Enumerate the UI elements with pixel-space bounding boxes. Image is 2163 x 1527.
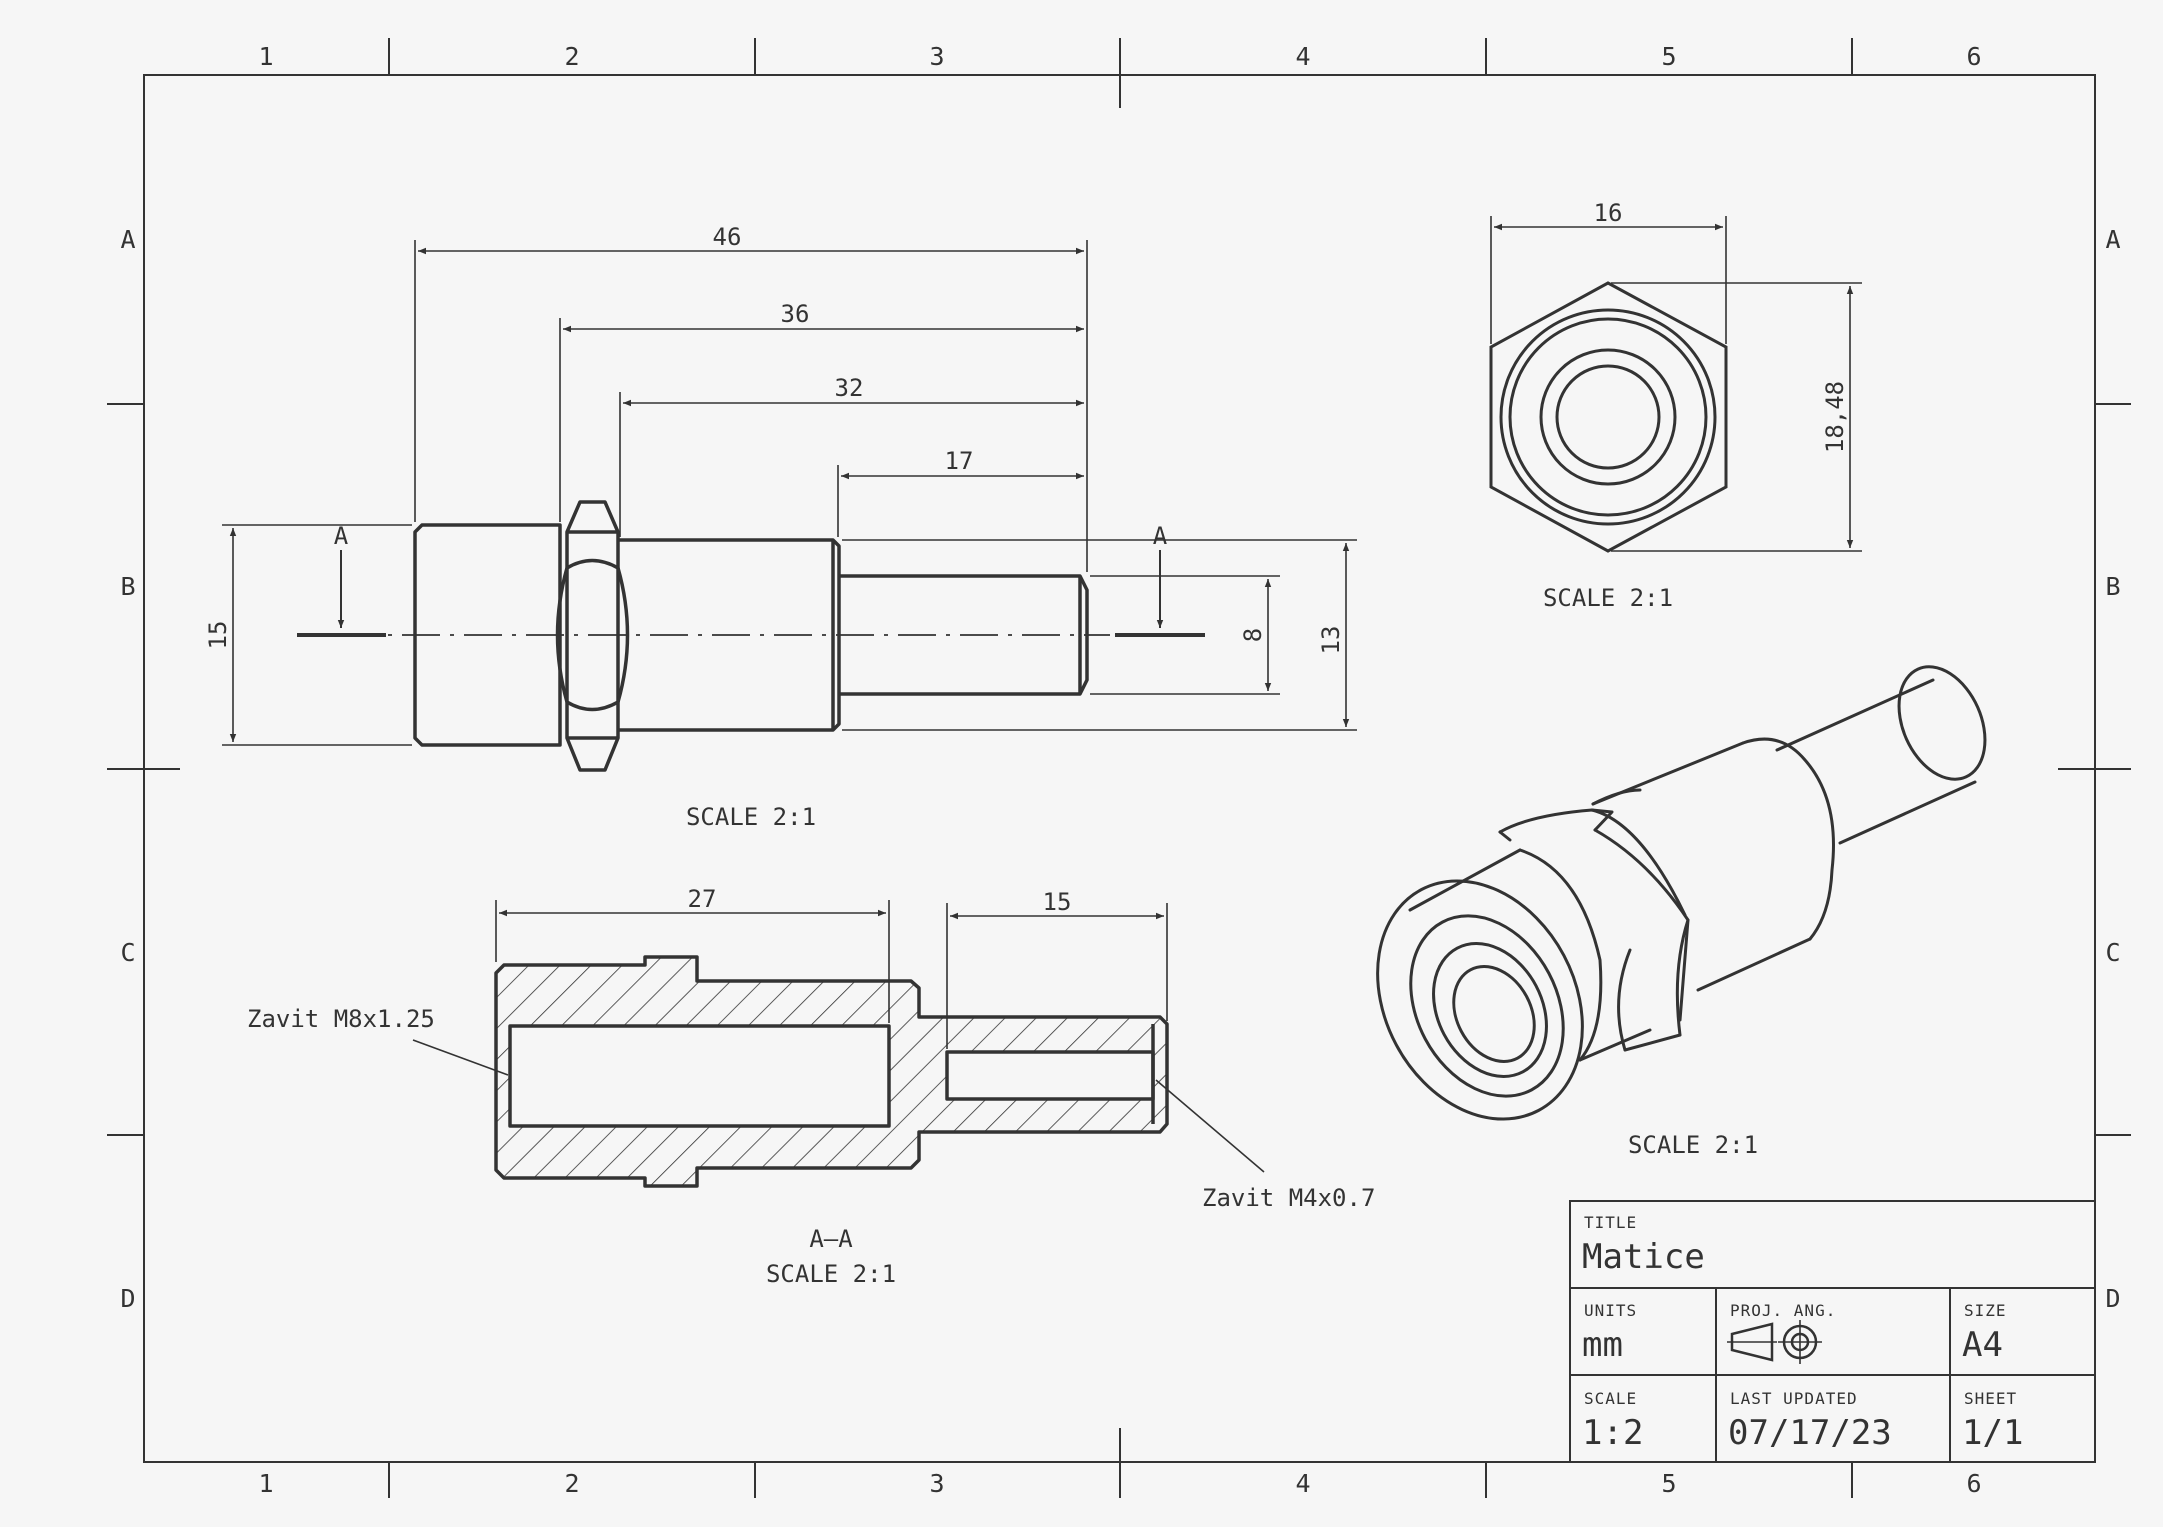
scale-value: 1:2: [1582, 1413, 1643, 1453]
zone-col-6-bottom: 6: [1966, 1469, 1981, 1498]
zone-col-2-top: 2: [564, 42, 579, 71]
dim-18-48: 18,48: [1821, 381, 1849, 453]
section-geometry: [494, 955, 1169, 1188]
end-view-scale-label: SCALE 2:1: [1543, 584, 1673, 612]
zone-col-3-bottom: 3: [929, 1469, 944, 1498]
zone-row-a-right: A: [2105, 225, 2120, 254]
zone-row-b-left: B: [120, 572, 135, 601]
end-view-geometry: [1489, 281, 1728, 553]
sheet-value: 1/1: [1962, 1413, 2023, 1453]
dim-16: 16: [1594, 199, 1623, 227]
zone-row-d-left: D: [120, 1284, 135, 1313]
zone-col-4-top: 4: [1295, 42, 1310, 71]
size-label: SIZE: [1964, 1301, 2007, 1320]
zone-labels: 1 2 3 4 5 6 1 2 3 4 5 6 A B C D A B C D: [120, 42, 2120, 1498]
zone-col-2-bottom: 2: [564, 1469, 579, 1498]
zone-col-6-top: 6: [1966, 42, 1981, 71]
section-mark-right: A: [1153, 522, 1168, 550]
dim-15: 15: [204, 621, 232, 650]
front-view-geometry: [413, 500, 1089, 772]
zone-row-d-right: D: [2105, 1284, 2120, 1313]
section-view: 27 15 Zavit M8x1.25 Zavit M4x0.7 A–A SCA…: [247, 885, 1375, 1288]
units-value: mm: [1582, 1325, 1623, 1365]
zone-col-3-top: 3: [929, 42, 944, 71]
projection-angle-icon: [1727, 1320, 1822, 1364]
dim-8: 8: [1239, 628, 1267, 642]
zone-col-5-top: 5: [1661, 42, 1676, 71]
zone-col-1-bottom: 1: [258, 1469, 273, 1498]
dim-36: 36: [781, 300, 810, 328]
section-scale-label: SCALE 2:1: [766, 1260, 896, 1288]
isometric-view: SCALE 2:1: [1376, 665, 1987, 1159]
dim-27: 27: [688, 885, 717, 913]
zone-col-1-top: 1: [258, 42, 273, 71]
front-view: A A 46: [204, 223, 1357, 831]
title-block: TITLE Matice UNITS mm PROJ. ANG. SIZE A4…: [1569, 1200, 2096, 1463]
zone-col-5-bottom: 5: [1661, 1469, 1676, 1498]
sheet-label: SHEET: [1964, 1389, 2017, 1408]
thread-callout-m4: Zavit M4x0.7: [1202, 1184, 1375, 1212]
front-view-dimension-text: 46 36 32 17 15 8 13: [204, 223, 1345, 654]
isometric-scale-label: SCALE 2:1: [1628, 1131, 1758, 1159]
end-view-dimension-lines: [1490, 216, 1862, 552]
dim-15-section: 15: [1043, 888, 1072, 916]
section-name: A–A: [809, 1225, 853, 1253]
isometric-geometry: [1376, 665, 1987, 1121]
projection-label: PROJ. ANG.: [1730, 1301, 1836, 1320]
zone-row-a-left: A: [120, 225, 135, 254]
units-label: UNITS: [1584, 1301, 1637, 1320]
section-hatch: [496, 957, 1167, 1186]
drawing-title: Matice: [1582, 1237, 1705, 1277]
zone-col-4-bottom: 4: [1295, 1469, 1310, 1498]
scale-label: SCALE: [1584, 1389, 1637, 1408]
sheet-frame: [107, 38, 2131, 1498]
end-view: 16 18,48 SCALE 2:1: [1489, 199, 1862, 612]
dim-13: 13: [1317, 626, 1345, 655]
title-label: TITLE: [1584, 1213, 1637, 1232]
zone-row-b-right: B: [2105, 572, 2120, 601]
size-value: A4: [1962, 1325, 2003, 1365]
section-cut-marks: [297, 550, 1205, 637]
dim-32: 32: [835, 374, 864, 402]
front-view-dimension-lines: [222, 240, 1357, 746]
last-updated-value: 07/17/23: [1728, 1413, 1892, 1453]
dim-17: 17: [945, 447, 974, 475]
zone-row-c-left: C: [120, 938, 135, 967]
zone-row-c-right: C: [2105, 938, 2120, 967]
dim-46: 46: [713, 223, 742, 251]
last-updated-label: LAST UPDATED: [1730, 1389, 1858, 1408]
thread-callout-m8: Zavit M8x1.25: [247, 1005, 435, 1033]
section-dimension-lines: [412, 900, 1265, 1173]
front-view-scale-label: SCALE 2:1: [686, 803, 816, 831]
section-mark-left: A: [334, 522, 349, 550]
